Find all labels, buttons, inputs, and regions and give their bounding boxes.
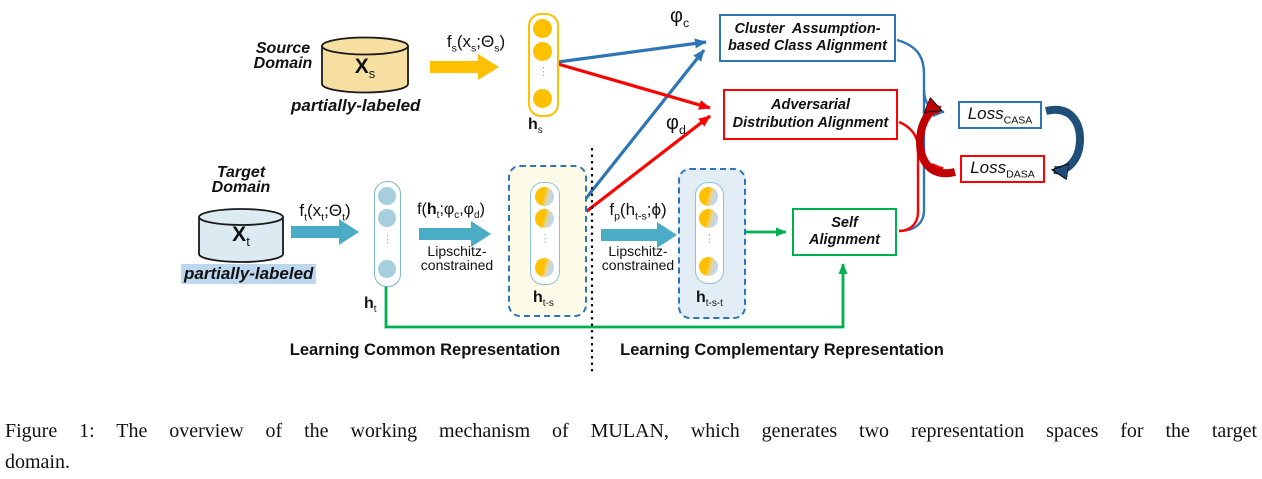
fht-flow-arrow [419,221,491,247]
neuron [699,187,718,206]
vertical-ellipsis-icon: ⋮ [539,233,551,245]
neuron [699,209,718,228]
source-domain-line2: Domain [253,55,313,72]
learning-complementary-label: Learning Complementary Representation [620,341,944,359]
cluster-alignment-box: Cluster Assumption- based Class Alignmen… [719,14,896,62]
self-alignment-line1: Self [831,214,858,231]
target-partially-labeled: partially-labeled [181,264,317,284]
phi-c-label: φc [670,5,690,30]
neuron [534,209,554,228]
fp-mapping-label: fp(ht-s;ϕ) [609,200,667,223]
loss-dasa-label: LossDASA [970,157,1035,180]
fht-mapping-label: f(ht;φc,φd) [417,201,485,222]
fs-mapping-label: fs(xs;Θs) [446,32,506,55]
vertical-ellipsis-icon: ⋮ [382,234,393,246]
lipschitz-1-line1: Lipschitz- [427,243,487,259]
neuron [533,89,552,108]
hs-to-cluster-arrow [557,38,707,64]
target-dataset-label: Xt [232,223,250,250]
adversarial-self-red-trunk [898,120,920,233]
vertical-ellipsis-icon: ⋮ [704,233,715,245]
hs-label: hs [528,116,543,137]
adversarial-alignment-line2: Distribution Alignment [732,114,889,131]
target-cylinder [198,208,284,263]
htst-neuron-column: ⋮ [695,182,724,284]
figure-caption: Figure 1: The overview of the working me… [5,416,1257,478]
lipschitz-note-2: Lipschitz- constrained [594,244,682,272]
target-domain-label: Target Domain [199,164,283,196]
self-alignment-box: Self Alignment [792,208,897,256]
neuron [377,260,396,278]
ht-to-self-green-path [384,263,848,329]
adversarial-alignment-line1: Adversarial [771,97,850,114]
source-dataset-label: Xs [354,55,376,82]
htst-label: ht-s-t [696,289,723,310]
source-domain-line1: Source [255,40,311,57]
neuron [534,187,554,206]
lossdasa-to-losscasa-arrow [915,109,956,178]
hts-label: ht-s [533,289,554,310]
loss-casa-box: LossCASA [958,101,1042,129]
cluster-alignment-line1: Cluster Assumption- [734,20,881,37]
target-domain-line2: Domain [211,179,271,196]
neuron [533,19,552,38]
hts-neuron-column: ⋮ [530,182,560,285]
neuron [533,42,552,61]
neuron [534,258,554,277]
caption-line2: domain. [5,451,70,473]
phi-d-label: φd [666,112,686,137]
loss-casa-label: LossCASA [967,103,1033,126]
loss-dasa-box: LossDASA [960,155,1045,183]
neuron [377,187,396,205]
diagram-connectors [198,36,1085,372]
learning-common-label: Learning Common Representation [289,341,561,359]
fp-flow-arrow [601,222,677,248]
lipschitz-2-line2: constrained [601,257,675,273]
cluster-alignment-line2: based Class Alignment [727,38,887,54]
hs-neuron-column: ⋮ [528,13,559,117]
ht-label: ht [364,295,377,316]
caption-line1: Figure 1: The overview of the working me… [5,420,1257,442]
losscasa-to-lossdasa-arrow [1045,105,1085,170]
target-domain-line1: Target [216,164,266,181]
lipschitz-1-line2: constrained [420,257,494,273]
fs-flow-arrow [430,54,499,80]
vertical-ellipsis-icon: ⋮ [538,66,549,78]
neuron [699,257,718,276]
lipschitz-2-line1: Lipschitz- [608,243,668,259]
adversarial-alignment-box: Adversarial Distribution Alignment [723,89,898,140]
ft-mapping-label: ft(xt;Θt) [299,201,351,224]
self-alignment-line2: Alignment [809,232,880,248]
neuron [377,209,396,227]
hs-to-adversarial-arrow [557,62,711,110]
source-cylinder [321,36,409,94]
ht-neuron-column: ⋮ [374,181,401,287]
lipschitz-note-1: Lipschitz- constrained [413,244,501,272]
source-partially-labeled: partially-labeled [291,96,421,115]
source-domain-label: Source Domain [240,40,326,72]
ft-flow-arrow [291,219,359,245]
